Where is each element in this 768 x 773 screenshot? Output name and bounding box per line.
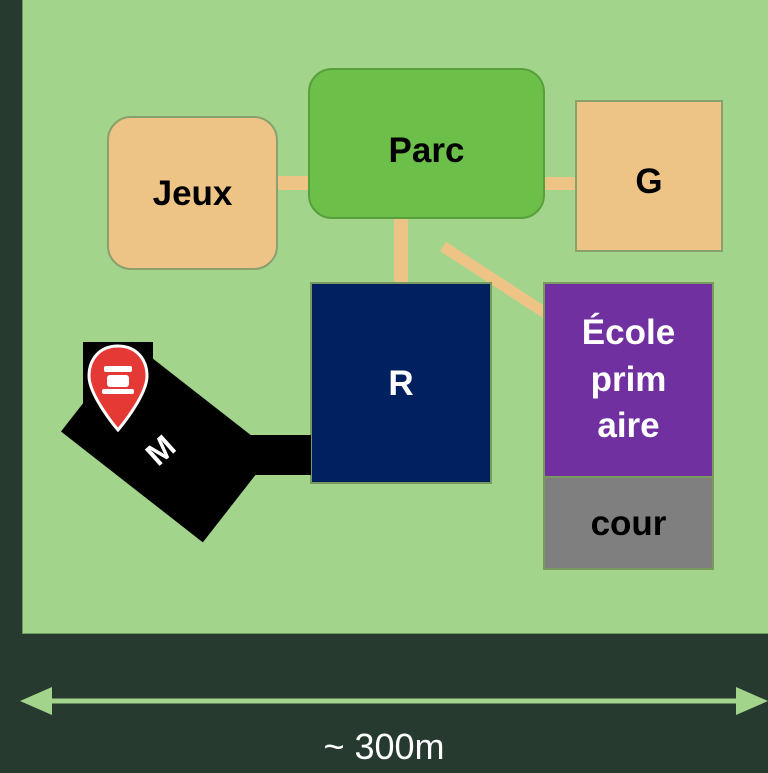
jeux-block: Jeux — [107, 116, 278, 270]
cafe-pin-icon[interactable] — [83, 342, 153, 434]
ecole-label-line-2: prim — [590, 359, 667, 399]
scale-bar-arrow-icon — [20, 687, 768, 715]
path-parc-r — [394, 218, 408, 284]
map-area: Jeux Parc G R École prim aire cour M — [22, 0, 768, 634]
cour-label: cour — [590, 503, 667, 543]
ecole-block: École prim aire — [543, 282, 714, 478]
r-block: R — [310, 282, 492, 484]
ecole-label-line-3: aire — [597, 406, 660, 446]
cour-block: cour — [543, 476, 714, 570]
ecole-label-line-1: École — [581, 312, 676, 352]
jeux-label: Jeux — [152, 173, 233, 213]
parc-label: Parc — [388, 131, 465, 170]
r-label: R — [388, 363, 414, 403]
parc-block: Parc — [308, 68, 545, 219]
scale-label: ~ 300m — [323, 726, 445, 767]
g-block: G — [575, 100, 723, 252]
path-jeux-parc — [277, 176, 311, 190]
g-label: G — [635, 162, 663, 201]
path-parc-g — [543, 177, 577, 190]
